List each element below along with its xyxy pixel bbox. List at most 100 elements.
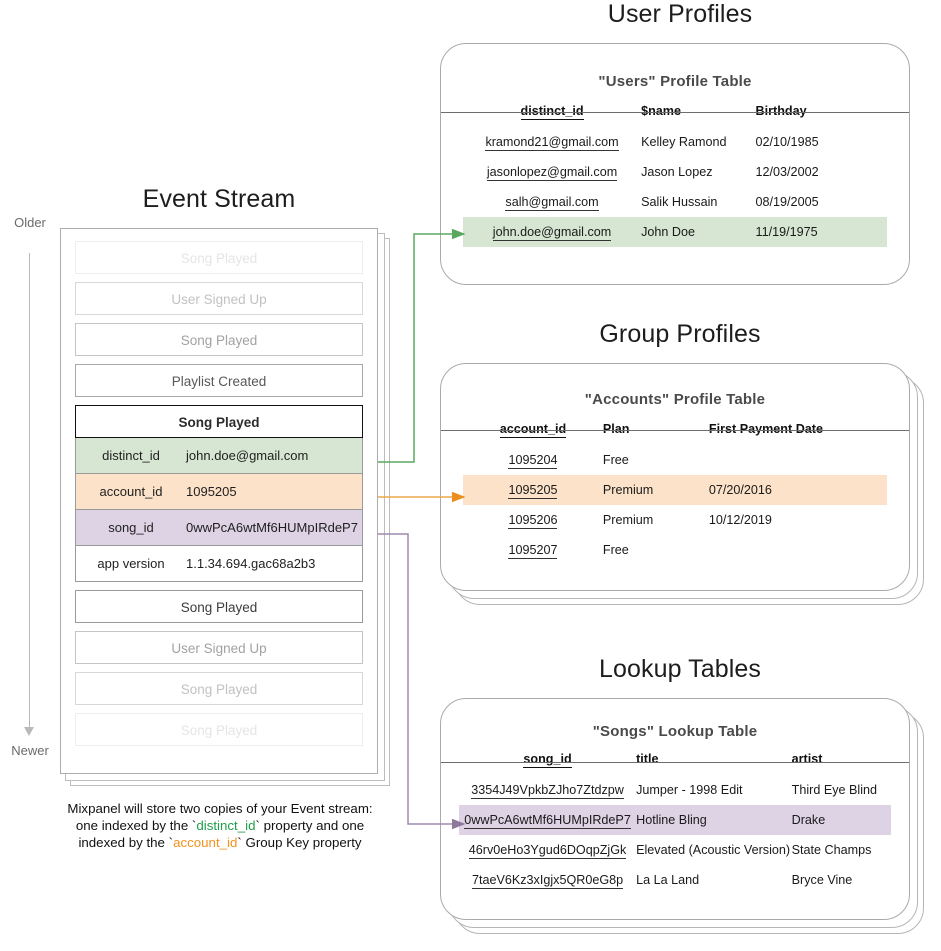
event-box[interactable]: Song Played <box>75 590 363 623</box>
table-cell: State Champs <box>791 843 872 857</box>
event-property-row: distinct_id john.doe@gmail.com <box>75 438 363 474</box>
column-header: account_id <box>499 422 567 438</box>
table-cell: 1095206 <box>508 513 558 529</box>
table-row[interactable]: 46rv0eHo3Ygud6DOqpZjGk Elevated (Acoustic… <box>459 835 891 865</box>
table-cell: Kelley Ramond <box>641 135 727 149</box>
caption-account-id: account_id <box>173 835 238 850</box>
event-property-row: account_id 1095205 <box>75 474 363 510</box>
table-cell: 1095207 <box>508 543 558 559</box>
event-box[interactable]: Playlist Created <box>75 364 363 397</box>
table-cell: 10/12/2019 <box>708 513 772 527</box>
event-property-value: 0wwPcA6wtMf6HUMpIRdeP7 <box>186 520 358 535</box>
column-header: title <box>636 752 659 766</box>
table-row[interactable]: salh@gmail.com Salik Hussain 08/19/2005 <box>463 187 887 217</box>
table-cell: Free <box>602 543 629 557</box>
caption-line-2: one indexed by the `distinct_id` propert… <box>75 818 365 833</box>
table-cell: John Doe <box>641 217 756 247</box>
event-property-row: song_id 0wwPcA6wtMf6HUMpIRdeP7 <box>75 510 363 546</box>
users-table: distinct_id $name Birthday kramond21@gmail.… <box>463 104 887 247</box>
table-cell: john.doe@gmail.com <box>463 217 642 247</box>
caption-line-1: Mixpanel will store two copies of your E… <box>67 801 373 816</box>
column-header: $name <box>641 104 681 118</box>
table-header-row: distinct_id $name Birthday <box>463 104 887 127</box>
table-cell <box>709 535 887 565</box>
table-cell: jasonlopez@gmail.com <box>486 165 618 181</box>
table-row[interactable]: kramond21@gmail.com Kelley Ramond 02/10/19… <box>463 127 887 157</box>
caption-distinct-id: distinct_id <box>196 818 256 833</box>
table-header-row: song_id title artist <box>459 752 891 775</box>
event-box[interactable]: Song Played <box>75 672 363 705</box>
caption-line-3: indexed by the `account_id` Group Key pr… <box>78 835 362 850</box>
table-cell: Hotline Bling <box>636 805 792 835</box>
event-stream-caption: Mixpanel will store two copies of your E… <box>40 800 400 851</box>
table-header-rule <box>441 112 909 114</box>
table-cell: Elevated (Acoustic Version) <box>636 843 791 857</box>
table-cell: Drake <box>791 805 891 835</box>
event-stream-title: Event Stream <box>142 185 296 213</box>
table-cell: 7taeV6Kz3xIgjx5QR0eG8p <box>471 873 624 889</box>
lookup-tables-card: "Songs" Lookup Table song_id title artist 3… <box>440 698 935 948</box>
accounts-table-title: "Accounts" Profile Table <box>584 391 766 408</box>
event-box[interactable]: Song Played <box>75 713 363 746</box>
column-header: artist <box>791 752 823 766</box>
table-cell: Salik Hussain <box>641 195 718 209</box>
column-header: Birthday <box>755 104 807 118</box>
event-box[interactable]: Song Played <box>75 323 363 356</box>
songs-table-title: "Songs" Lookup Table <box>592 723 758 740</box>
timeline-line <box>29 253 30 733</box>
table-cell: 02/10/1985 <box>755 135 819 149</box>
timeline-older-label: Older <box>14 215 46 230</box>
table-cell: kramond21@gmail.com <box>485 135 619 151</box>
table-row[interactable]: jasonlopez@gmail.com Jason Lopez 12/03/200… <box>463 157 887 187</box>
table-header-rule <box>441 430 909 432</box>
table-cell: 12/03/2002 <box>755 165 819 179</box>
column-header: song_id <box>523 752 572 768</box>
table-cell: 08/19/2005 <box>755 195 819 209</box>
table-cell: 46rv0eHo3Ygud6DOqpZjGk <box>468 843 627 859</box>
event-box[interactable]: User Signed Up <box>75 631 363 664</box>
column-header: distinct_id <box>520 104 584 120</box>
timeline-axis: Older Newer <box>0 215 60 785</box>
event-property-key: account_id <box>99 484 163 499</box>
event-box[interactable]: User Signed Up <box>75 282 363 315</box>
table-cell: Jason Lopez <box>641 165 713 179</box>
event-box[interactable]: Song Played <box>75 241 363 274</box>
event-property-key: song_id <box>108 520 154 535</box>
table-cell: La La Land <box>636 873 700 887</box>
table-cell: Premium <box>602 475 709 505</box>
group-profiles-title: Group Profiles <box>599 320 761 348</box>
table-cell: 07/20/2016 <box>708 475 887 505</box>
table-cell <box>709 445 887 475</box>
table-row[interactable]: 1095207 Free <box>463 535 887 565</box>
songs-table: song_id title artist 3354J49VpkbZJho7Ztdzpw… <box>459 752 891 895</box>
table-cell: Third Eye Blind <box>791 783 878 797</box>
event-property-value: 1095205 <box>186 484 237 499</box>
table-cell: Free <box>602 453 629 467</box>
table-cell: Bryce Vine <box>791 873 853 887</box>
event-property-value: 1.1.34.694.gac68a2b3 <box>186 556 316 571</box>
table-row[interactable]: 7taeV6Kz3xIgjx5QR0eG8p La La Land Bryce Vi… <box>459 865 891 895</box>
table-cell: 1095205 <box>463 475 603 505</box>
table-cell: salh@gmail.com <box>505 195 599 211</box>
column-header: Plan <box>602 422 630 436</box>
event-property-key: distinct_id <box>102 448 160 463</box>
event-property-value: john.doe@gmail.com <box>186 448 309 463</box>
table-header-rule <box>441 762 909 764</box>
user-profiles-title: User Profiles <box>607 0 753 28</box>
